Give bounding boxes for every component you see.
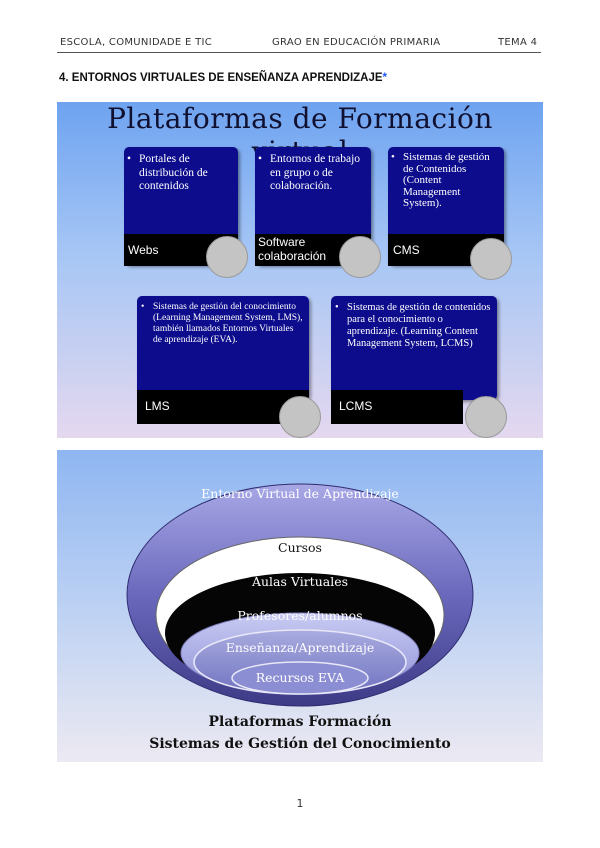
card-webs-circle (206, 236, 248, 278)
header-left: ESCOLA, COMUNIDADE E TIC (60, 37, 213, 48)
card-software-label: Software colaboración (258, 235, 327, 263)
card-software-text: •Entornos de trabajo en grupo o de colab… (258, 153, 361, 193)
card-software-circle (339, 236, 381, 278)
slide-platforms: Plataformas de Formación virtual •Portal… (57, 102, 543, 438)
card-webs-label: Webs (128, 243, 159, 257)
caption-line1: Plataformas Formación (208, 714, 392, 730)
ring-ensenanza-label: Enseñanza/Aprendizaje (225, 640, 375, 655)
section-title: 4. ENTORNOS VIRTUALES DE ENSEÑANZA APREN… (59, 72, 387, 84)
card-cms-label: CMS (393, 243, 420, 257)
ring-recursos (231, 661, 369, 695)
nested-rings-diagram (126, 483, 474, 707)
card-lms-text: •Sistemas de gestión del conocimiento (L… (141, 302, 303, 345)
card-webs-text: •Portales de distribución de contenidos (127, 153, 208, 193)
caption-line2: Sistemas de Gestión del Conocimiento (149, 736, 451, 752)
card-lms: •Sistemas de gestión del conocimiento (L… (137, 296, 309, 400)
ring-eva-label: Entorno Virtual de Aprendizaje (201, 486, 399, 501)
slide-knowledge-system: Entorno Virtual de Aprendizaje Cursos Au… (57, 450, 543, 762)
card-lcms: •Sistemas de gestión de contenidos para … (331, 296, 497, 400)
ring-cursos-label: Cursos (278, 540, 322, 555)
ring-profesores-label: Profesores/alumnos (237, 608, 363, 623)
header-right: TEMA 4 (498, 37, 538, 48)
header-divider (57, 52, 541, 53)
card-lcms-label: LCMS (339, 399, 373, 413)
section-title-text: 4. ENTORNOS VIRTUALES DE ENSEÑANZA APREN… (59, 72, 383, 84)
ring-aulas-label: Aulas Virtuales (251, 574, 349, 589)
card-lcms-bar (331, 390, 463, 424)
card-lms-circle (279, 396, 321, 438)
card-cms-text: •Sistemas de gestión de Contenidos (Cont… (391, 151, 490, 210)
ring-recursos-label: Recursos EVA (255, 670, 345, 685)
card-lms-label: LMS (145, 399, 170, 413)
card-lcms-text: •Sistemas de gestión de contenidos para … (335, 302, 491, 349)
card-lcms-circle (465, 396, 507, 438)
page-number: 1 (296, 797, 304, 810)
header-center: GRAO EN EDUCACIÓN PRIMARIA (272, 37, 441, 48)
section-title-asterisk: * (382, 72, 388, 84)
card-cms-circle (470, 238, 512, 280)
